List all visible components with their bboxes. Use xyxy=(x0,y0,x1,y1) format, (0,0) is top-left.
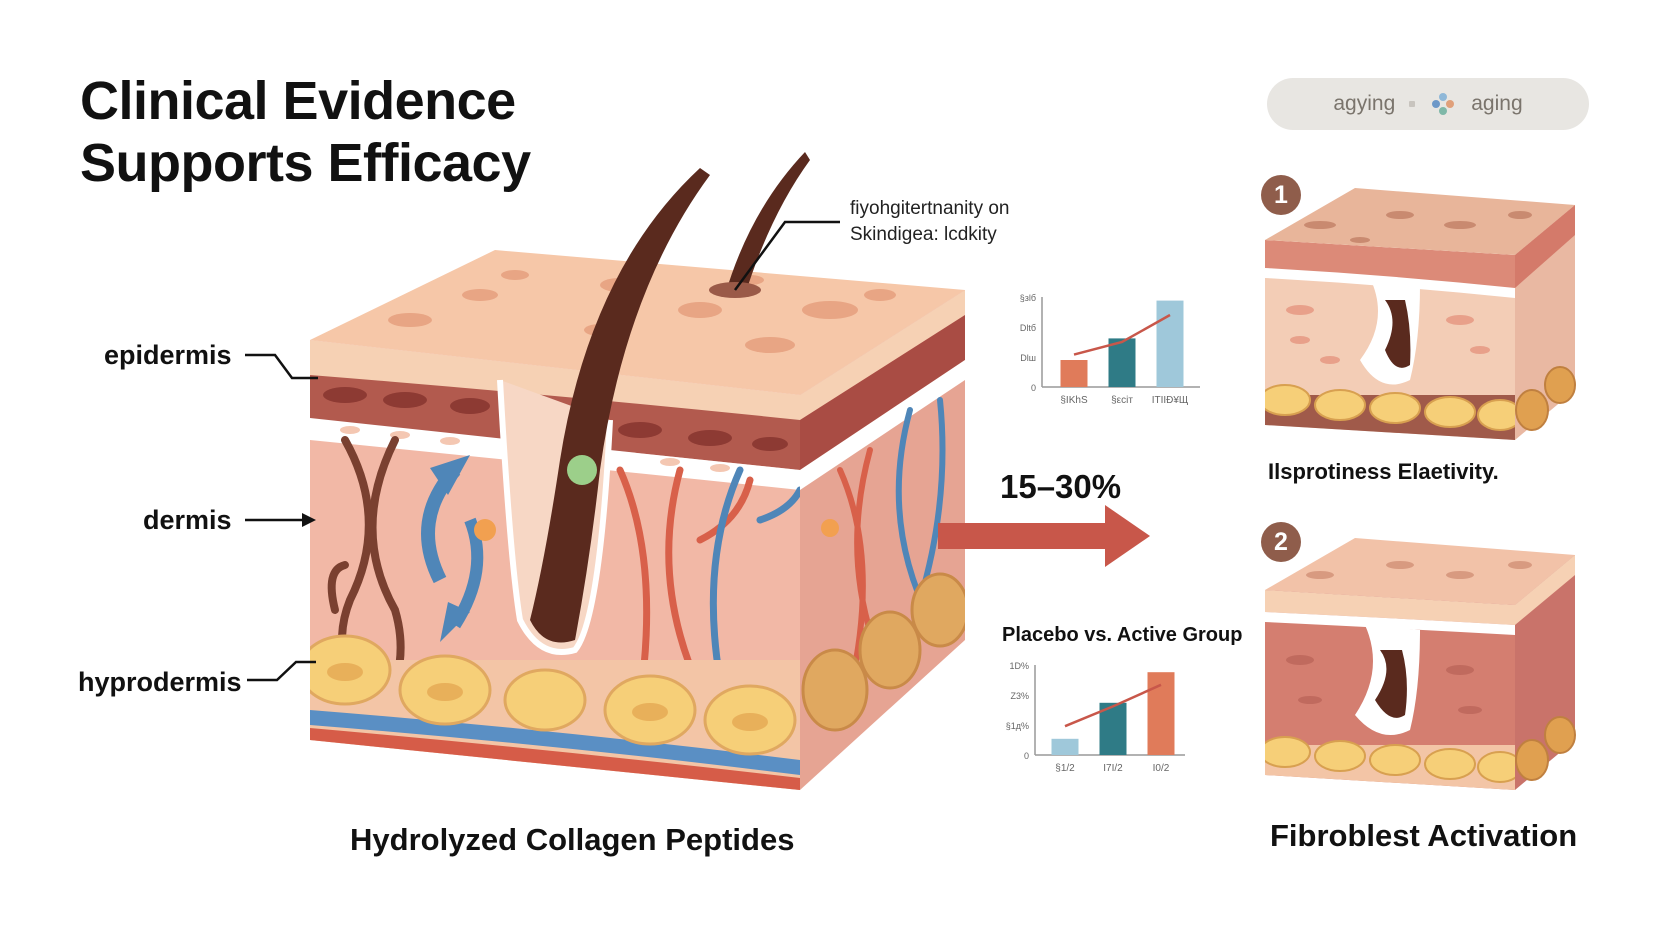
tag-item-1: agying xyxy=(1333,92,1396,115)
chart-2-title: Placebo vs. Active Group xyxy=(1002,624,1243,646)
panel-1-skin-block xyxy=(1265,188,1576,440)
panel-1-badge: 1 xyxy=(1261,175,1301,215)
improvement-arrow xyxy=(938,505,1150,567)
hair-shaft-2 xyxy=(725,152,810,295)
y-tick-label: §1д% xyxy=(1006,721,1029,731)
chart-bar xyxy=(1147,672,1175,755)
epidermis-top-face xyxy=(310,250,965,395)
placebo-active-bar-chart: §1/2 I7I/2 I0/2 0 §1д% Z3% 1D% xyxy=(1006,661,1185,774)
x-tick-label: ITIІÐ¥Щ xyxy=(1152,395,1189,406)
orange-cell xyxy=(474,519,496,541)
label-leaders xyxy=(245,220,840,682)
hair-shaft-1 xyxy=(530,168,710,643)
trend-line xyxy=(1073,313,1171,356)
panel-2-skin-block xyxy=(1265,538,1576,790)
y-tick-label: 0 xyxy=(1024,751,1029,761)
chart-bar xyxy=(1051,738,1079,755)
improvement-percent: 15–30% xyxy=(1000,468,1122,505)
skin-block xyxy=(310,152,965,790)
x-tick-label: §εсіт xyxy=(1111,395,1133,406)
label-hypodermis: hyprodermis xyxy=(78,667,242,697)
sparkle-icon xyxy=(1432,93,1455,115)
y-tick-label: Dlш xyxy=(1020,353,1036,363)
x-tick-label: §1/2 xyxy=(1055,763,1075,774)
chart-bar xyxy=(1156,300,1184,387)
main-caption: Hydrolyzed Collagen Peptides xyxy=(350,822,795,857)
page-title: Clinical Evidence Supports Efficacy xyxy=(80,70,531,194)
title-line-1: Clinical Evidence xyxy=(80,71,516,131)
callout-line-1: fiyohgitertnanity on xyxy=(850,198,1010,219)
title-line-2: Supports Efficacy xyxy=(80,133,531,193)
green-cell xyxy=(567,455,597,485)
label-epidermis: epidermis xyxy=(104,340,232,370)
y-tick-label: 1D% xyxy=(1009,661,1029,671)
pore-spots xyxy=(388,270,896,353)
x-tick-label: I0/2 xyxy=(1153,763,1170,774)
x-tick-label: §IKhS xyxy=(1060,395,1088,406)
callout-line-2: Skindigea: lcdkity xyxy=(850,224,997,245)
panel-2-caption: Fibroblest Activation xyxy=(1270,818,1578,853)
y-tick-label: Z3% xyxy=(1010,691,1029,701)
separator-dot xyxy=(1409,101,1416,107)
callout-text: fiyohgitertnanity on Skindigea: lcdkity xyxy=(850,196,1010,248)
x-tick-label: I7I/2 xyxy=(1103,763,1123,774)
chart-bar xyxy=(1060,360,1088,387)
efficacy-bar-chart: §IKhS §εсіт ITIІÐ¥Щ 0 Dlш Dltб §зlб xyxy=(1020,293,1200,406)
chart-bar xyxy=(1108,338,1136,387)
panel-1-caption: Ilsprotiness Elaetivity. xyxy=(1268,459,1499,484)
y-tick-label: 0 xyxy=(1031,383,1036,393)
y-tick-label: Dltб xyxy=(1020,323,1036,333)
y-tick-label: §зlб xyxy=(1020,293,1036,303)
tag-item-2: aging xyxy=(1471,92,1523,115)
panel-2-badge: 2 xyxy=(1261,522,1301,562)
chart-bar xyxy=(1099,702,1127,755)
tag-pill[interactable]: agying aging xyxy=(1267,78,1589,130)
trend-line xyxy=(1064,683,1162,728)
label-dermis: dermis xyxy=(143,505,232,535)
